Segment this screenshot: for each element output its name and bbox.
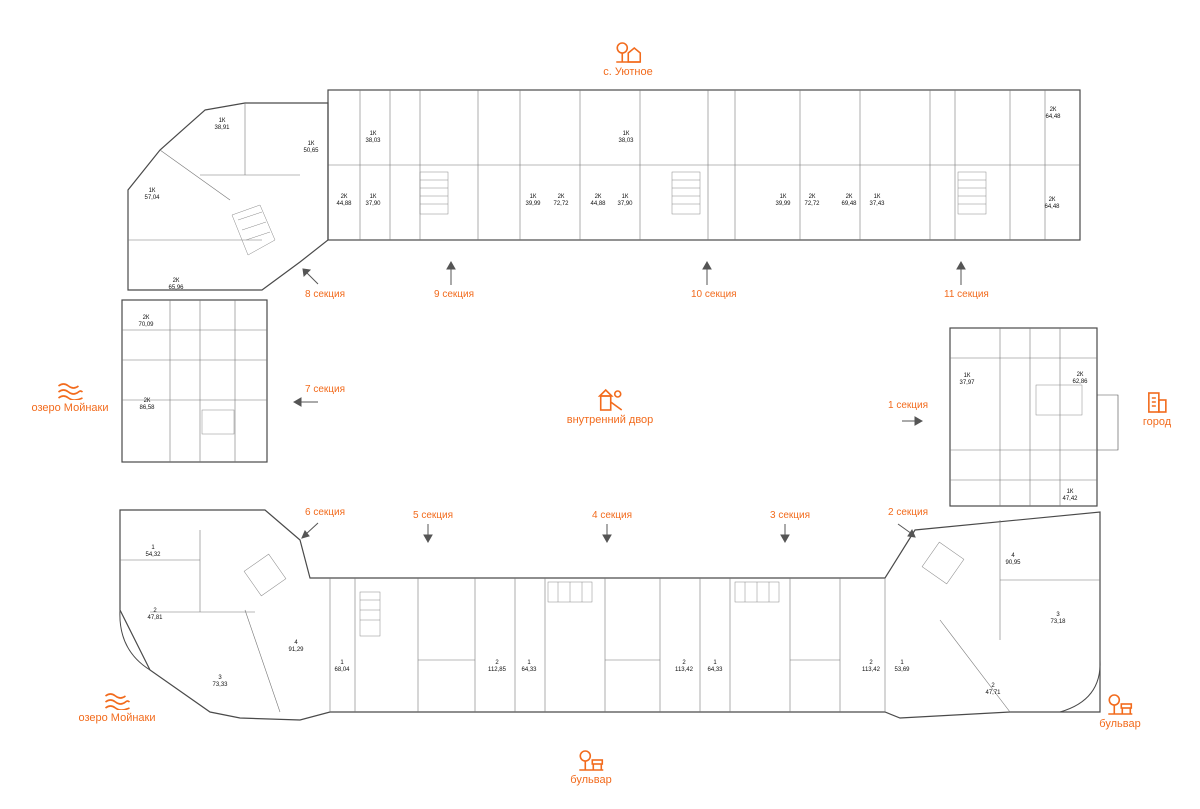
- section-9-label[interactable]: 9 секция: [434, 289, 475, 300]
- boulevard-icon: [1107, 694, 1132, 715]
- place-left-lake-label: озеро Мойнаки: [31, 402, 109, 414]
- section-5-label[interactable]: 5 секция: [413, 510, 454, 521]
- place-center-label: внутренний двор: [566, 414, 654, 426]
- place-top-label: с. Уютное: [603, 66, 653, 78]
- section-10-label[interactable]: 10 секция: [691, 289, 737, 300]
- place-top: с. Уютное: [603, 40, 653, 78]
- section-11-label[interactable]: 11 секция: [944, 289, 989, 300]
- boulevard-icon: [578, 750, 603, 771]
- section-6-label[interactable]: 6 секция: [305, 507, 346, 518]
- place-bottom-left-lake-label: озеро Мойнаки: [78, 712, 156, 724]
- section-3-label[interactable]: 3 секция: [770, 510, 811, 521]
- section-4-label[interactable]: 4 секция: [592, 510, 633, 521]
- right-block-1: [949, 327, 1098, 507]
- place-bottom: бульвар: [570, 748, 612, 786]
- place-right: город: [1143, 390, 1171, 428]
- place-bottom-right: бульвар: [1099, 692, 1141, 730]
- section-1-label[interactable]: 1 секция: [888, 400, 929, 411]
- place-bottom-right-label: бульвар: [1099, 718, 1141, 730]
- playground-icon: [598, 388, 623, 411]
- city-building-icon: [1148, 392, 1167, 413]
- lake-icon: [104, 693, 130, 710]
- section-8-label[interactable]: 8 секция: [305, 289, 346, 300]
- place-bottom-left-lake: озеро Мойнаки: [78, 688, 156, 724]
- place-bottom-label: бульвар: [570, 774, 612, 786]
- place-right-label: город: [1142, 416, 1172, 428]
- lake-icon: [57, 383, 83, 400]
- place-left-lake: озеро Мойнаки: [31, 378, 109, 414]
- house-tree-icon: [616, 42, 641, 63]
- section-2-label[interactable]: 2 секция: [888, 507, 929, 518]
- place-center: внутренний двор: [566, 388, 654, 426]
- bottom-block-outline: [119, 509, 1101, 721]
- section-7-label[interactable]: 7 секция: [305, 384, 346, 395]
- corner-block-8: [127, 102, 329, 291]
- left-block-7: [121, 299, 268, 463]
